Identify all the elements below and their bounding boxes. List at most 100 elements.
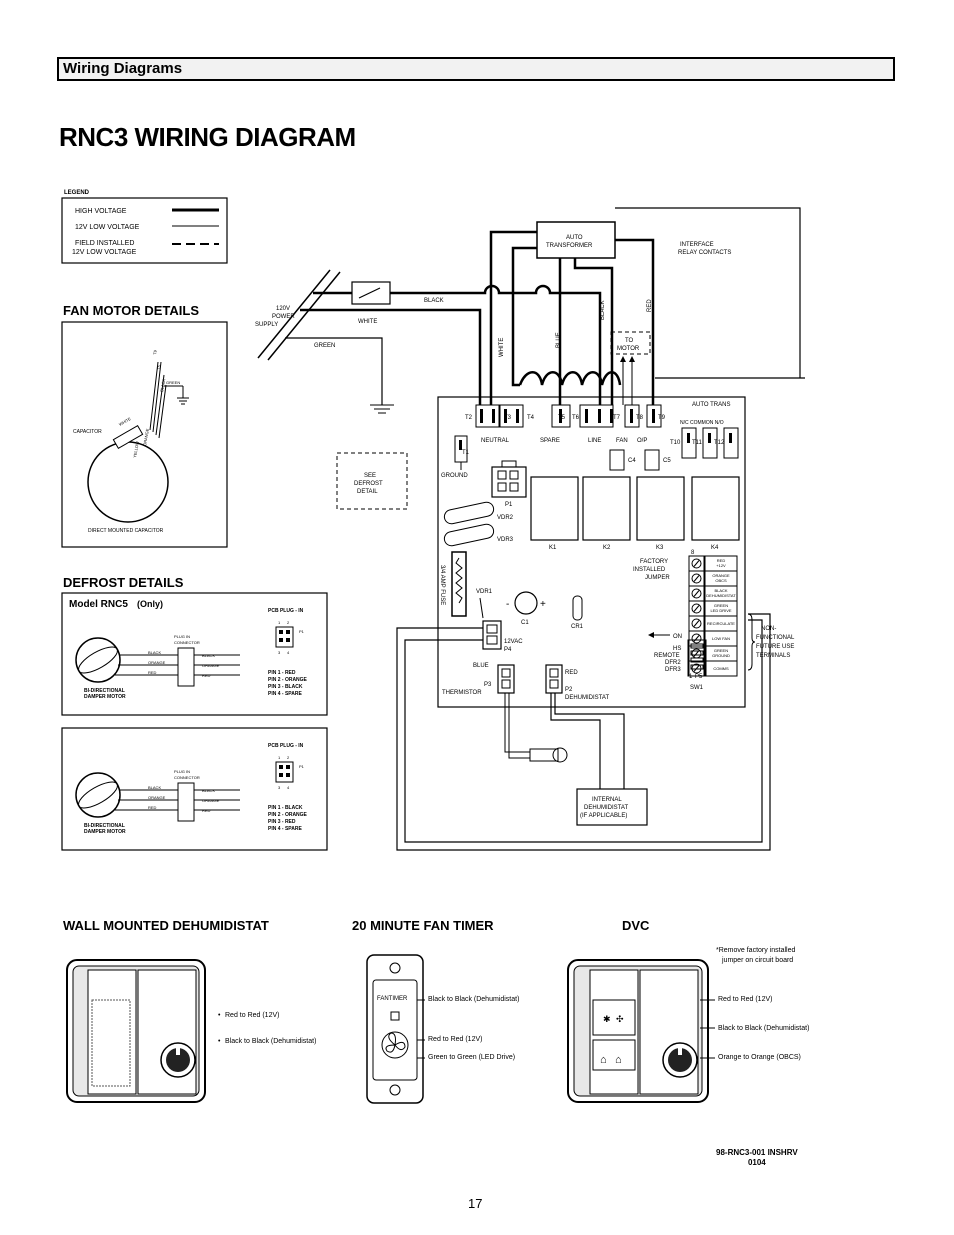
dehumidistat-label: DEHUMIDISTAT xyxy=(565,695,609,701)
term-t6: T6 xyxy=(572,415,580,421)
page-number: 17 xyxy=(468,1196,483,1211)
k1-label: K1 xyxy=(549,545,557,551)
plug-in-label-1a: PLUG IN xyxy=(174,634,190,639)
section-header: Wiring Diagrams xyxy=(57,57,895,81)
term-t1: T1 xyxy=(462,450,470,456)
relay-k4 xyxy=(691,476,740,541)
k3-label: K3 xyxy=(656,545,664,551)
defrost-box-1 xyxy=(61,592,328,716)
fan-timer-device: FANTIMER xyxy=(366,954,424,1104)
term-t7: T7 xyxy=(613,415,621,421)
wall-dehum-title: WALL MOUNTED DEHUMIDISTAT xyxy=(63,918,269,933)
p5-label-1-1: RED xyxy=(717,558,726,563)
legend-field-installed: FIELD INSTALLED xyxy=(75,240,134,247)
wire-yellow: YELLOW xyxy=(132,441,140,459)
relay-terminals xyxy=(681,427,739,459)
dvc-home-icon-2: ⌂ xyxy=(615,1054,622,1066)
dvc-home-icon: ⌂ xyxy=(600,1054,607,1066)
wire-t5: T5 xyxy=(156,364,162,370)
motor-circle xyxy=(87,441,169,523)
supply-line-1 xyxy=(257,269,331,359)
term-t10: T10 xyxy=(670,440,681,446)
group-fan: FAN xyxy=(616,438,628,444)
sw-hs: HS xyxy=(673,646,681,652)
relay-k1 xyxy=(530,476,579,541)
green-label: GREEN xyxy=(314,343,335,349)
legend-high-voltage: HIGH VOLTAGE xyxy=(75,208,127,215)
d2-red-r: RED xyxy=(202,808,211,813)
dvc-note-orange: Orange to Orange (OBCS) xyxy=(718,1054,801,1061)
p5-label-3-1: BLACK xyxy=(714,588,727,593)
fan-timer-note-3: Green to Green (LED Drive) xyxy=(428,1054,515,1061)
term-t11: T11 xyxy=(692,440,703,446)
d1-damper-a: BI-DIRECTIONAL xyxy=(84,688,125,694)
d1-pin-4: 4 xyxy=(287,650,290,655)
p5-label-3-2: DEHUMIDISTAT xyxy=(706,593,736,598)
p1-label: P1 xyxy=(505,502,513,508)
legend-low-voltage: 12V LOW VOLTAGE xyxy=(75,224,140,231)
d2-pins-3: PIN 3 - RED xyxy=(268,819,296,825)
ground-label: GROUND xyxy=(441,473,468,479)
sw1-switch xyxy=(687,639,707,677)
wall-bullet-2: • xyxy=(218,1038,221,1045)
relay-k2 xyxy=(582,476,631,541)
d2-pin-4: 4 xyxy=(287,785,290,790)
d2-pin-1: 1 xyxy=(278,755,281,760)
p5-screw-head-2 xyxy=(691,573,702,584)
d1-pin-2: 2 xyxy=(287,620,290,625)
fan-motor-box xyxy=(61,321,228,548)
p5-label-8: COMMS xyxy=(713,666,729,671)
d2-pins-2: PIN 2 - ORANGE xyxy=(268,812,308,818)
c5-label: C5 xyxy=(663,458,671,464)
p5-label-7-2: GROUND xyxy=(712,653,730,658)
d1-pin-3: 3 xyxy=(278,650,281,655)
term-t2: T2 xyxy=(465,415,473,421)
p5-screw-head-5 xyxy=(691,618,702,629)
dvc-note-1: *Remove factory installed xyxy=(716,947,795,954)
nc-common-no: N/C COMMON N/O xyxy=(680,420,724,426)
transformer-label-2: TRANSFORMER xyxy=(546,243,593,249)
see-defrost-3: DETAIL xyxy=(357,489,378,495)
jumper-1: FACTORY xyxy=(640,559,668,565)
vdr1-label: VDR1 xyxy=(476,589,493,595)
jumper-2: INSTALLED xyxy=(633,567,666,573)
auto-trans-label: AUTO TRANS xyxy=(692,402,730,408)
d2-pcb-plug: PCB PLUG - IN xyxy=(268,743,304,749)
p4-plug xyxy=(482,620,502,650)
fan-timer-note-1: Black to Black (Dehumidistat) xyxy=(428,996,519,1003)
wire-black: BLACK xyxy=(159,378,166,392)
dvc-note-black: Black to Black (Dehumidistat) xyxy=(718,1025,809,1032)
p4-label: P4 xyxy=(504,647,512,653)
d2-pin-2: 2 xyxy=(287,755,290,760)
plug-in-label-2a: PLUG IN xyxy=(174,769,190,774)
to-motor-1: TO xyxy=(625,338,634,344)
supply-label-3: SUPPLY xyxy=(255,322,278,328)
wall-bullet-1: • xyxy=(218,1012,221,1019)
p5-screw-head-4 xyxy=(691,603,702,614)
d2-pins-4: PIN 4 - SPARE xyxy=(268,826,302,832)
p5-label-4-2: LED DRIVE xyxy=(710,608,731,613)
section-header-text: Wiring Diagrams xyxy=(63,60,183,77)
fuse-label: 3/4 AMP FUSE xyxy=(439,565,445,605)
sw-remote: REMOTE xyxy=(654,653,680,659)
cr1-label: CR1 xyxy=(571,624,584,630)
cr1 xyxy=(572,595,583,621)
circuit-board xyxy=(437,396,746,708)
p5-screw-head-1 xyxy=(691,558,702,569)
defrost-only: (Only) xyxy=(137,599,163,609)
sw1-label: SW1 xyxy=(690,685,704,691)
fan-motor-title: FAN MOTOR DETAILS xyxy=(63,303,199,318)
d1-black-r: BLACK xyxy=(202,653,215,658)
white-label: WHITE xyxy=(358,319,377,325)
thermistor-label: THERMISTOR xyxy=(442,690,482,696)
vdr3 xyxy=(443,523,495,547)
dvc-fan-icon-2: ✣ xyxy=(616,1014,624,1024)
green-wire xyxy=(285,337,383,405)
see-defrost-2: DEFROST xyxy=(354,481,383,487)
vdr2-label: VDR2 xyxy=(497,515,514,521)
p5-terminal-strip: RED+12VORANGEOBCSBLACKDEHUMIDISTATGREENL… xyxy=(688,555,738,677)
internal-dehum-2: DEHUMIDISTAT xyxy=(584,805,628,811)
group-neutral: NEUTRAL xyxy=(481,438,510,444)
red-label: RED xyxy=(565,670,578,676)
